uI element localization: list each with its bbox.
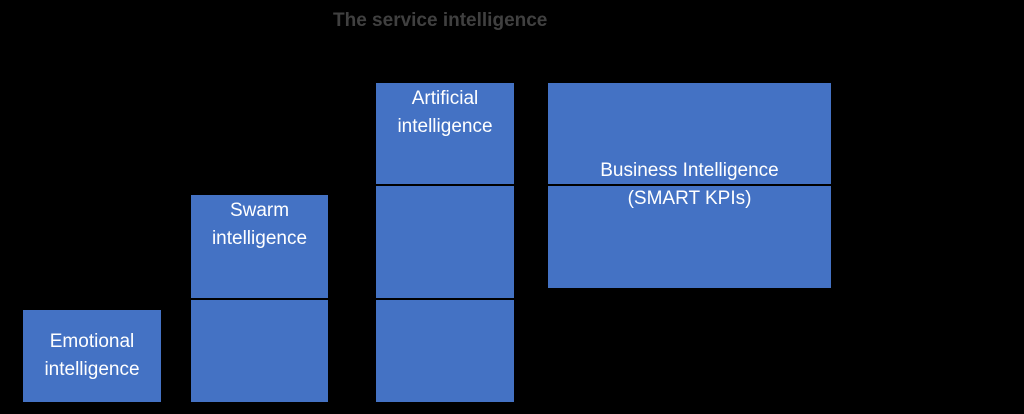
business-intelligence-label: Business Intelligence (SMART KPIs) [548, 157, 831, 213]
swarm-label-line2: intelligence [211, 228, 308, 249]
diagram-title: The service intelligence [333, 10, 548, 31]
artificial-label-line1: Artificial [411, 88, 479, 109]
artificial-block-divider-lower [376, 298, 514, 300]
swarm-block-divider [191, 298, 328, 300]
business-label-line2: (SMART KPIs) [627, 188, 752, 209]
swarm-intelligence-block: Swarm intelligence [191, 195, 328, 402]
emotional-intelligence-block: Emotional intelligence [23, 310, 161, 402]
business-intelligence-block: Business Intelligence (SMART KPIs) [548, 83, 831, 288]
swarm-label-line1: Swarm [229, 200, 290, 221]
emotional-intelligence-label: Emotional intelligence [23, 328, 161, 384]
business-block-divider [548, 184, 831, 186]
business-label-line1: Business Intelligence [600, 160, 779, 181]
artificial-block-divider-upper [376, 184, 514, 186]
artificial-intelligence-block: Artificial intelligence [376, 83, 514, 402]
emotional-label-line1: Emotional [49, 331, 135, 352]
artificial-intelligence-label: Artificial intelligence [376, 85, 514, 141]
swarm-intelligence-label: Swarm intelligence [191, 197, 328, 253]
emotional-label-line2: intelligence [44, 359, 140, 380]
artificial-label-line2: intelligence [397, 116, 493, 137]
